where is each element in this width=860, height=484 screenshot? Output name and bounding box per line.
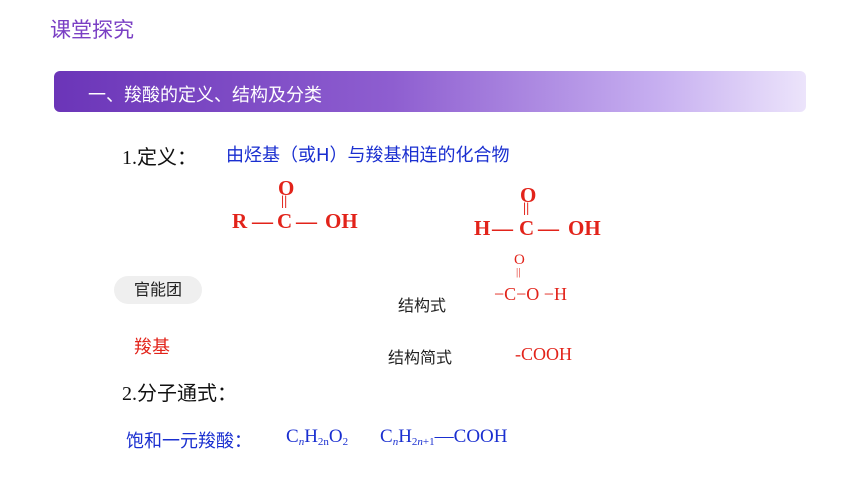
- formula-subscript: n: [298, 436, 305, 448]
- formula-symbol: H: [304, 426, 318, 447]
- bond: —: [296, 209, 317, 233]
- structure-general-c: C: [277, 209, 293, 233]
- formula-subscript: n: [417, 436, 423, 448]
- formula-subscript: 2: [411, 436, 418, 448]
- formula-symbol: C: [286, 426, 299, 447]
- bond: —: [492, 216, 513, 240]
- carboxyl-o: O: [514, 252, 525, 268]
- general-formula-label: 分子通式：: [137, 381, 237, 405]
- structural-formula-label: 结构式: [398, 296, 447, 315]
- structure-general-r: R: [232, 209, 248, 233]
- condensed-formula-value: -COOH: [515, 344, 572, 364]
- structure-formic-oh: OH: [568, 216, 601, 240]
- section-banner: [54, 71, 806, 112]
- formula-subscript: 2n: [317, 436, 329, 448]
- formula-symbol: H: [398, 426, 412, 447]
- formula-subscript: 2: [342, 436, 349, 448]
- saturated-acid-label: 饱和一元羧酸：: [126, 431, 252, 452]
- formula-tail: —COOH: [434, 426, 508, 447]
- double-bond: ||: [523, 201, 530, 216]
- structure-general-oh: OH: [325, 209, 358, 233]
- formula-subscript: n: [392, 436, 399, 448]
- structure-general: O || R — C — OH: [230, 176, 390, 236]
- structure-general-o: O: [278, 176, 295, 200]
- bond: —: [252, 209, 273, 233]
- carboxyl-chain: −C−O −H: [494, 284, 567, 304]
- structure-formic-c: C: [519, 216, 535, 240]
- formula-symbol: C: [380, 426, 393, 447]
- formula-subscript: +1: [422, 436, 435, 448]
- condensed-formula-label: 结构简式: [388, 348, 453, 367]
- structure-formic-o: O: [520, 183, 537, 207]
- formula-symbol: O: [328, 426, 343, 447]
- page-title: 课堂探究: [50, 18, 134, 42]
- formula-cnh2n1-cooh: CnH2n+1—COOH: [380, 426, 507, 448]
- double-bond: ||: [281, 194, 288, 209]
- double-bond: ||: [516, 266, 521, 278]
- functional-group-name: 羧基: [134, 337, 170, 358]
- general-formula-number: 2.: [122, 383, 137, 405]
- formula-cnh2no2: CnH2nO2: [286, 426, 348, 448]
- definition-heading: 1.定义：: [122, 141, 197, 170]
- functional-group-tag: 官能团: [114, 276, 202, 304]
- structure-formic-h: H: [474, 216, 491, 240]
- structure-formic: O || H — C — OH: [474, 183, 624, 243]
- definition-label: 定义：: [137, 145, 197, 169]
- general-formula-heading: 2.分子通式：: [122, 377, 237, 406]
- definition-text: 由烃基（或H）与羧基相连的化合物: [226, 145, 510, 166]
- definition-number: 1.: [122, 147, 137, 169]
- bond: —: [538, 216, 559, 240]
- section-title: 一、羧酸的定义、结构及分类: [88, 85, 322, 106]
